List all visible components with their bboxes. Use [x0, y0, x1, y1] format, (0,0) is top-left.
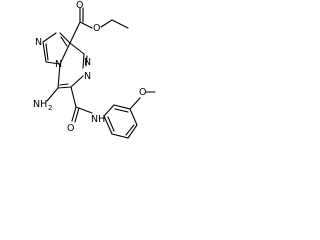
imidazole-n-label: N [35, 37, 42, 48]
ester-carbonyl-o-label: O [76, 0, 83, 11]
triazine-n1-label: N [84, 57, 91, 68]
methoxy-o-label: O [139, 87, 146, 98]
bridge-n-label: N [55, 59, 62, 70]
ester-ether-o-label: O [93, 23, 100, 34]
amino-group: NH 2 [33, 99, 52, 112]
amide-o-label: O [67, 123, 74, 134]
triazine-n2-label: N [84, 71, 91, 82]
atom-labels: N N N N O O NH 2 O NH O [33, 0, 146, 134]
bond-lines [42, 7, 156, 139]
amide-nh-label: NH [91, 114, 105, 125]
amino-subscript: 2 [48, 104, 52, 112]
amino-label: NH [33, 99, 47, 110]
molecule-structure-diagram: N N N N O O NH 2 O NH O [33, 0, 156, 139]
